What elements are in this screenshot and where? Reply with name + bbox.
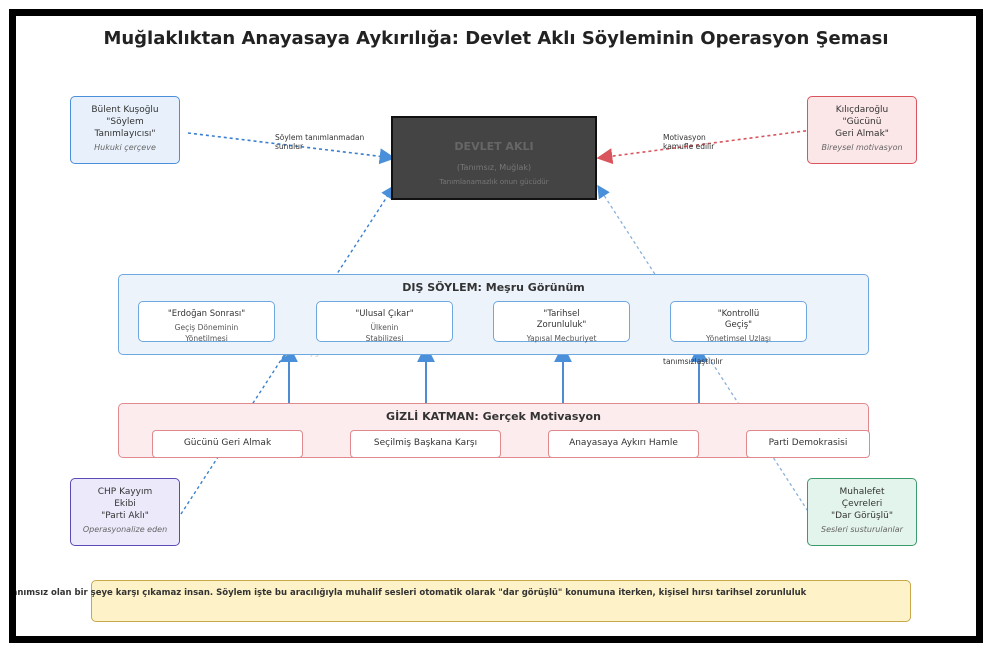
- central-title: DEVLET AKLI: [454, 140, 534, 153]
- actor-kilicdaroglu-role: Bireysel motivasyon: [821, 143, 903, 152]
- outer-layer-title: DIŞ SÖYLEM: Meşru Görünüm: [402, 281, 585, 294]
- actor-kilicdaroglu-quote-2: Geri Almak": [835, 129, 889, 139]
- actor-muhalefet-name-2: Çevreleri: [841, 499, 883, 509]
- actor-chp-kayyum: CHP Kayyım Ekibi "Parti Aklı" Operasyona…: [70, 478, 180, 546]
- actor-muhalefet: Muhalefet Çevreleri "Dar Görüşlü" Sesler…: [807, 478, 917, 546]
- actor-kayyum-name-2: Ekibi: [114, 499, 136, 509]
- edge-kusoglu-to-central: [187, 132, 396, 165]
- hidden-item-secilmis-baskana-karsi: Seçilmiş Başkana Karşı: [350, 430, 501, 458]
- actor-kusoglu-role: Hukuki çerçeve: [94, 143, 156, 152]
- outer-card-tarihsel-zorunluluk: "Tarihsel Zorunluluk" Yapısal Mecburiyet: [493, 301, 630, 343]
- actor-muhalefet-role: Sesleri susturulanlar: [821, 525, 903, 534]
- actor-kusoglu-quote-2: Tanımlayıcısı": [94, 129, 156, 139]
- connector-layer: [180, 129, 813, 517]
- actor-muhalefet-quote: "Dar Görüşlü": [830, 511, 894, 521]
- actor-kayyum-role: Operasyonalize eden: [82, 525, 168, 534]
- edge-kayyum-to-central: [180, 184, 395, 515]
- actor-kilicdaroglu-name: Kılıçdaroğlu: [835, 105, 889, 115]
- diagram-canvas: Muğlaklıktan Anayasaya Aykırılığa: Devle…: [9, 9, 983, 643]
- hidden-item-parti-demokrasisi: Parti Demokrasisi: [746, 430, 870, 458]
- hidden-item-gucunu-geri-almak: Gücünü Geri Almak: [152, 430, 303, 458]
- outer-card-kontrollu-gecis: "Kontrollü Geçiş" Yönetimsel Uzlaşı: [670, 301, 807, 343]
- diagram-title: Muğlaklıktan Anayasaya Aykırılığa: Devle…: [103, 28, 889, 49]
- footer-note-box: [91, 580, 911, 622]
- actor-kusoglu-name: Bülent Kuşoğlu: [91, 105, 159, 115]
- central-node-devlet-akli: DEVLET AKLI (Tanımsız, Muğlak) Tanımlana…: [391, 116, 597, 200]
- hidden-layer-title: GİZLİ KATMAN: Gerçek Motivasyon: [386, 410, 601, 423]
- central-subtitle: (Tanımsız, Muğlak): [456, 163, 532, 172]
- outer-card-ulusal-cikar: "Ulusal Çıkar" Ülkenin Stabilizesi: [316, 301, 453, 343]
- actor-kayyum-quote: "Parti Aklı": [101, 511, 149, 521]
- actor-muhalefet-name-1: Muhalefet: [839, 487, 885, 497]
- actor-kilicdaroglu: Kılıçdaroğlu "Gücünü Geri Almak" Bireyse…: [807, 96, 917, 164]
- actor-kusoglu: Bülent Kuşoğlu "Söylem Tanımlayıcısı" Hu…: [70, 96, 180, 164]
- actor-kilicdaroglu-quote-1: "Gücünü: [842, 117, 882, 127]
- actor-kusoglu-quote-1: "Söylem: [106, 117, 144, 127]
- outer-card-erdogan-sonrasi: "Erdoğan Sonrası" Geçiş Döneminin Yöneti…: [138, 301, 275, 343]
- footer-note-text: Meşruiyetidir. Tanımsız olan bir şeye ka…: [9, 588, 807, 598]
- actor-kayyum-name-1: CHP Kayyım: [97, 487, 153, 497]
- hidden-item-anayasaya-aykiri-hamle: Anayasaya Aykırı Hamle: [548, 430, 699, 458]
- central-note: Tanımlanamazlık onun gücüdür: [439, 178, 549, 186]
